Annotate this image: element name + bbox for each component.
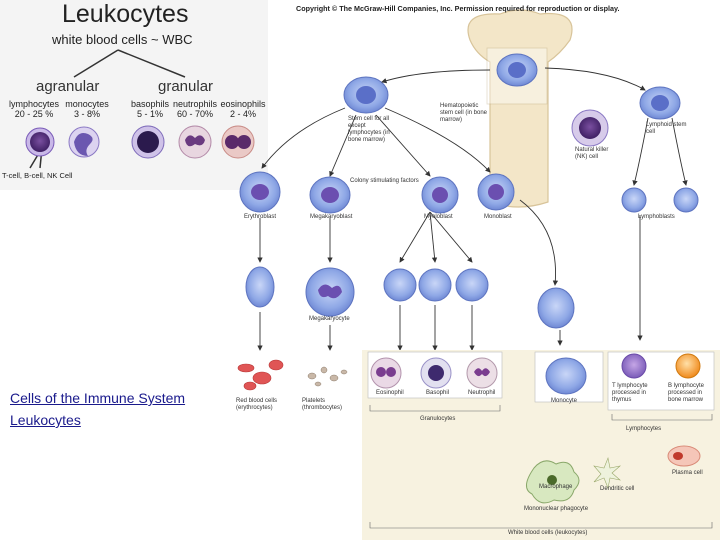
cell-lymphocytes: lymphocytes 20 - 25 % bbox=[8, 99, 60, 119]
wbc-thumbnails bbox=[25, 125, 255, 159]
label-monocyte: Monocyte bbox=[551, 398, 578, 404]
copyright-notice: Copyright © The McGraw-Hill Companies, I… bbox=[296, 4, 620, 13]
label-granulocytes: Granulocytes bbox=[420, 416, 456, 422]
cell-name: monocytes bbox=[65, 99, 109, 109]
cell-neutrophils: neutrophils 60 - 70% bbox=[170, 99, 220, 119]
granulocyte-cells bbox=[370, 357, 498, 389]
label-lymphoblasts: Lymphoblasts bbox=[638, 214, 675, 220]
precursor-cells bbox=[245, 266, 575, 329]
t-lymphocyte-cell bbox=[621, 353, 647, 379]
monocyte-cell bbox=[545, 357, 587, 395]
label-rbc: Red blood cells (erythrocytes) bbox=[236, 398, 278, 411]
cell-percent: 20 - 25 % bbox=[14, 109, 54, 119]
label-plasma-cell: Plasma cell bbox=[672, 470, 703, 476]
group-agranular: agranular bbox=[36, 78, 100, 95]
leukocyte-summary-panel bbox=[0, 0, 268, 190]
label-eosinophil: Eosinophil bbox=[376, 390, 404, 396]
label-platelets: Platelets (thrombocytes) bbox=[302, 398, 343, 411]
label-monoblast: Monoblast bbox=[484, 214, 512, 220]
label-t-lymphocyte: T lymphocyte processed in thymus bbox=[612, 383, 648, 403]
label-megakaryoblast: Megakaryoblast bbox=[310, 214, 353, 220]
cell-name: eosinophils bbox=[220, 99, 266, 109]
dendritic-cell bbox=[593, 456, 622, 490]
link-leukocytes[interactable]: Leukocytes bbox=[10, 412, 81, 428]
label-lymphocytes: Lymphocytes bbox=[626, 426, 662, 432]
label-erythroblast: Erythroblast bbox=[244, 214, 277, 220]
label-basophil: Basophil bbox=[426, 390, 450, 396]
cell-basophils: basophils 5 - 1% bbox=[126, 99, 174, 119]
panel-subtitle: white blood cells ~ WBC bbox=[52, 32, 193, 47]
cell-name: neutrophils bbox=[172, 99, 218, 109]
panel-title: Leukocytes bbox=[62, 0, 189, 28]
bone bbox=[467, 9, 573, 208]
cell-name: basophils bbox=[130, 99, 170, 109]
cell-name: lymphocytes bbox=[8, 99, 60, 109]
b-lymphocyte-cell bbox=[675, 353, 701, 379]
cell-monocytes: monocytes 3 - 8% bbox=[62, 99, 112, 119]
label-nk-cell: Natural killer (NK) cell bbox=[575, 147, 609, 160]
platelets bbox=[307, 366, 348, 387]
cell-percent: 3 - 8% bbox=[73, 109, 100, 119]
cell-percent: 5 - 1% bbox=[136, 109, 163, 119]
label-myeloblast: Myeloblast bbox=[424, 214, 453, 220]
lymphocyte-types: T-cell, B-cell, NK Cell bbox=[2, 171, 73, 180]
plasma-cell bbox=[667, 445, 701, 467]
cell-percent: 60 - 70% bbox=[176, 109, 214, 119]
label-colony-factors: Colony stimulating factors bbox=[350, 178, 419, 184]
link-cells-immune-system[interactable]: Cells of the Immune System bbox=[10, 390, 186, 406]
cell-eosinophils: eosinophils 2 - 4% bbox=[218, 99, 268, 119]
blast-cells bbox=[239, 171, 699, 214]
label-mononuclear: Mononuclear phagocyte bbox=[524, 506, 589, 512]
group-granular: granular bbox=[158, 78, 214, 95]
red-blood-cells bbox=[237, 359, 284, 391]
label-dendritic: Dendritic cell bbox=[600, 486, 635, 492]
label-stem-cell: Stem cell for all except lymphocytes (in… bbox=[348, 116, 390, 143]
label-macrophage: Macrophage bbox=[539, 484, 573, 490]
label-b-lymphocyte: B lymphocyte processed in bone marrow bbox=[668, 383, 705, 403]
label-wbc: White blood cells (leukocytes) bbox=[508, 530, 588, 536]
label-megakaryocyte: Megakaryocyte bbox=[309, 316, 350, 322]
label-lymphoid: Lymphoid stem cell bbox=[646, 122, 687, 135]
label-hematopoietic: Hematopoietic stem cell (in bone marrow) bbox=[440, 103, 488, 123]
label-neutrophil: Neutrophil bbox=[468, 390, 496, 396]
cell-percent: 2 - 4% bbox=[229, 109, 256, 119]
